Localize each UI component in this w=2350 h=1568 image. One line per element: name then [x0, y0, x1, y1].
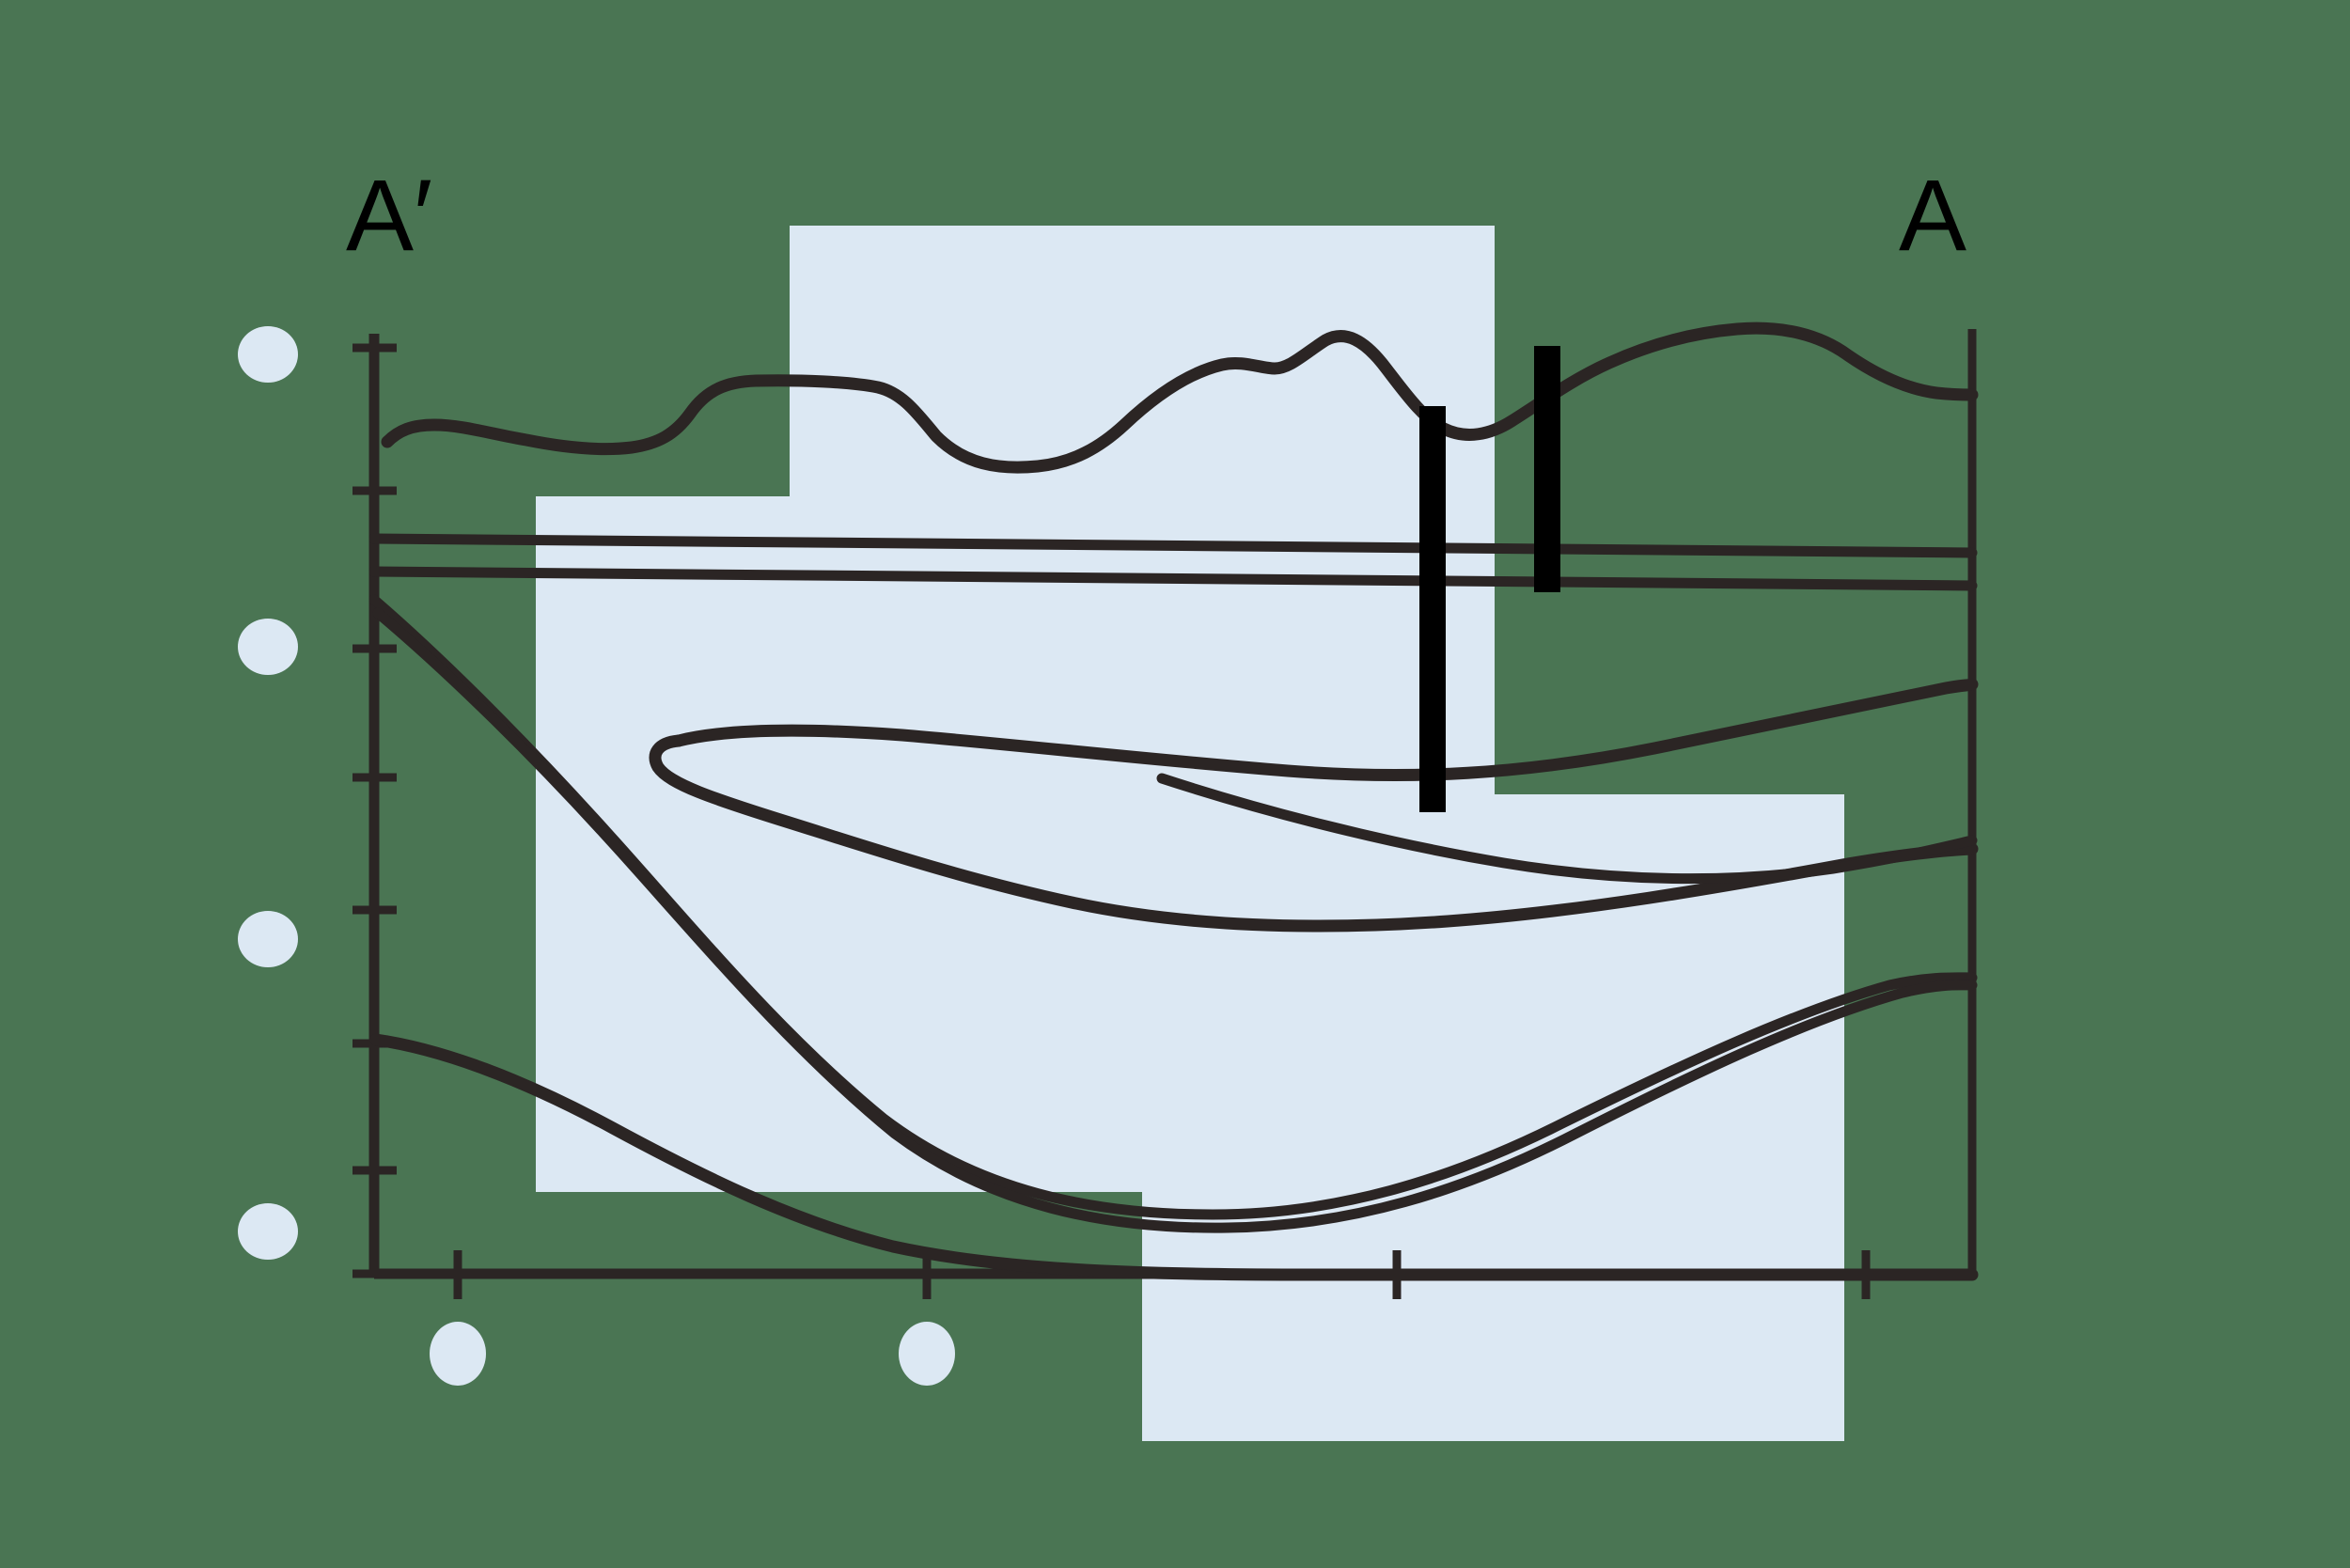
axis-label-placeholder-group	[238, 326, 955, 1386]
well-markers-group	[1419, 346, 1560, 812]
confining-unit-base-line	[372, 607, 1978, 1233]
bedrock-surface-line	[369, 1033, 1979, 1281]
unit-extent-fill-group	[536, 226, 1844, 1441]
well-marker-left[interactable]	[1419, 406, 1446, 812]
cross-section-label-a: A	[1899, 158, 1967, 272]
x-label-placeholder-dot-1	[430, 1322, 486, 1386]
land-surface-topography-line	[381, 321, 1979, 474]
y-label-placeholder-dot-1	[238, 326, 298, 383]
unit-extent-block-upper	[790, 226, 1495, 498]
y-label-placeholder-dot-4	[238, 1203, 298, 1260]
y-label-placeholder-dot-2	[238, 619, 298, 675]
unit-extent-block-mid-left	[536, 496, 1495, 1192]
x-label-placeholder-dot-2	[899, 1322, 955, 1386]
lens-upper-limb-line	[672, 678, 1979, 782]
y-label-placeholder-dot-3	[238, 911, 298, 967]
upper-contact-line-2	[368, 566, 1978, 591]
cross-section-label-a-prime: A′	[346, 158, 433, 272]
y-axis-ticks	[352, 343, 397, 1278]
well-marker-right[interactable]	[1534, 346, 1560, 592]
upper-contact-line-1	[368, 533, 1978, 558]
deep-contact-rising-line	[1156, 773, 1978, 885]
geologic-contacts-group	[368, 321, 1979, 1281]
